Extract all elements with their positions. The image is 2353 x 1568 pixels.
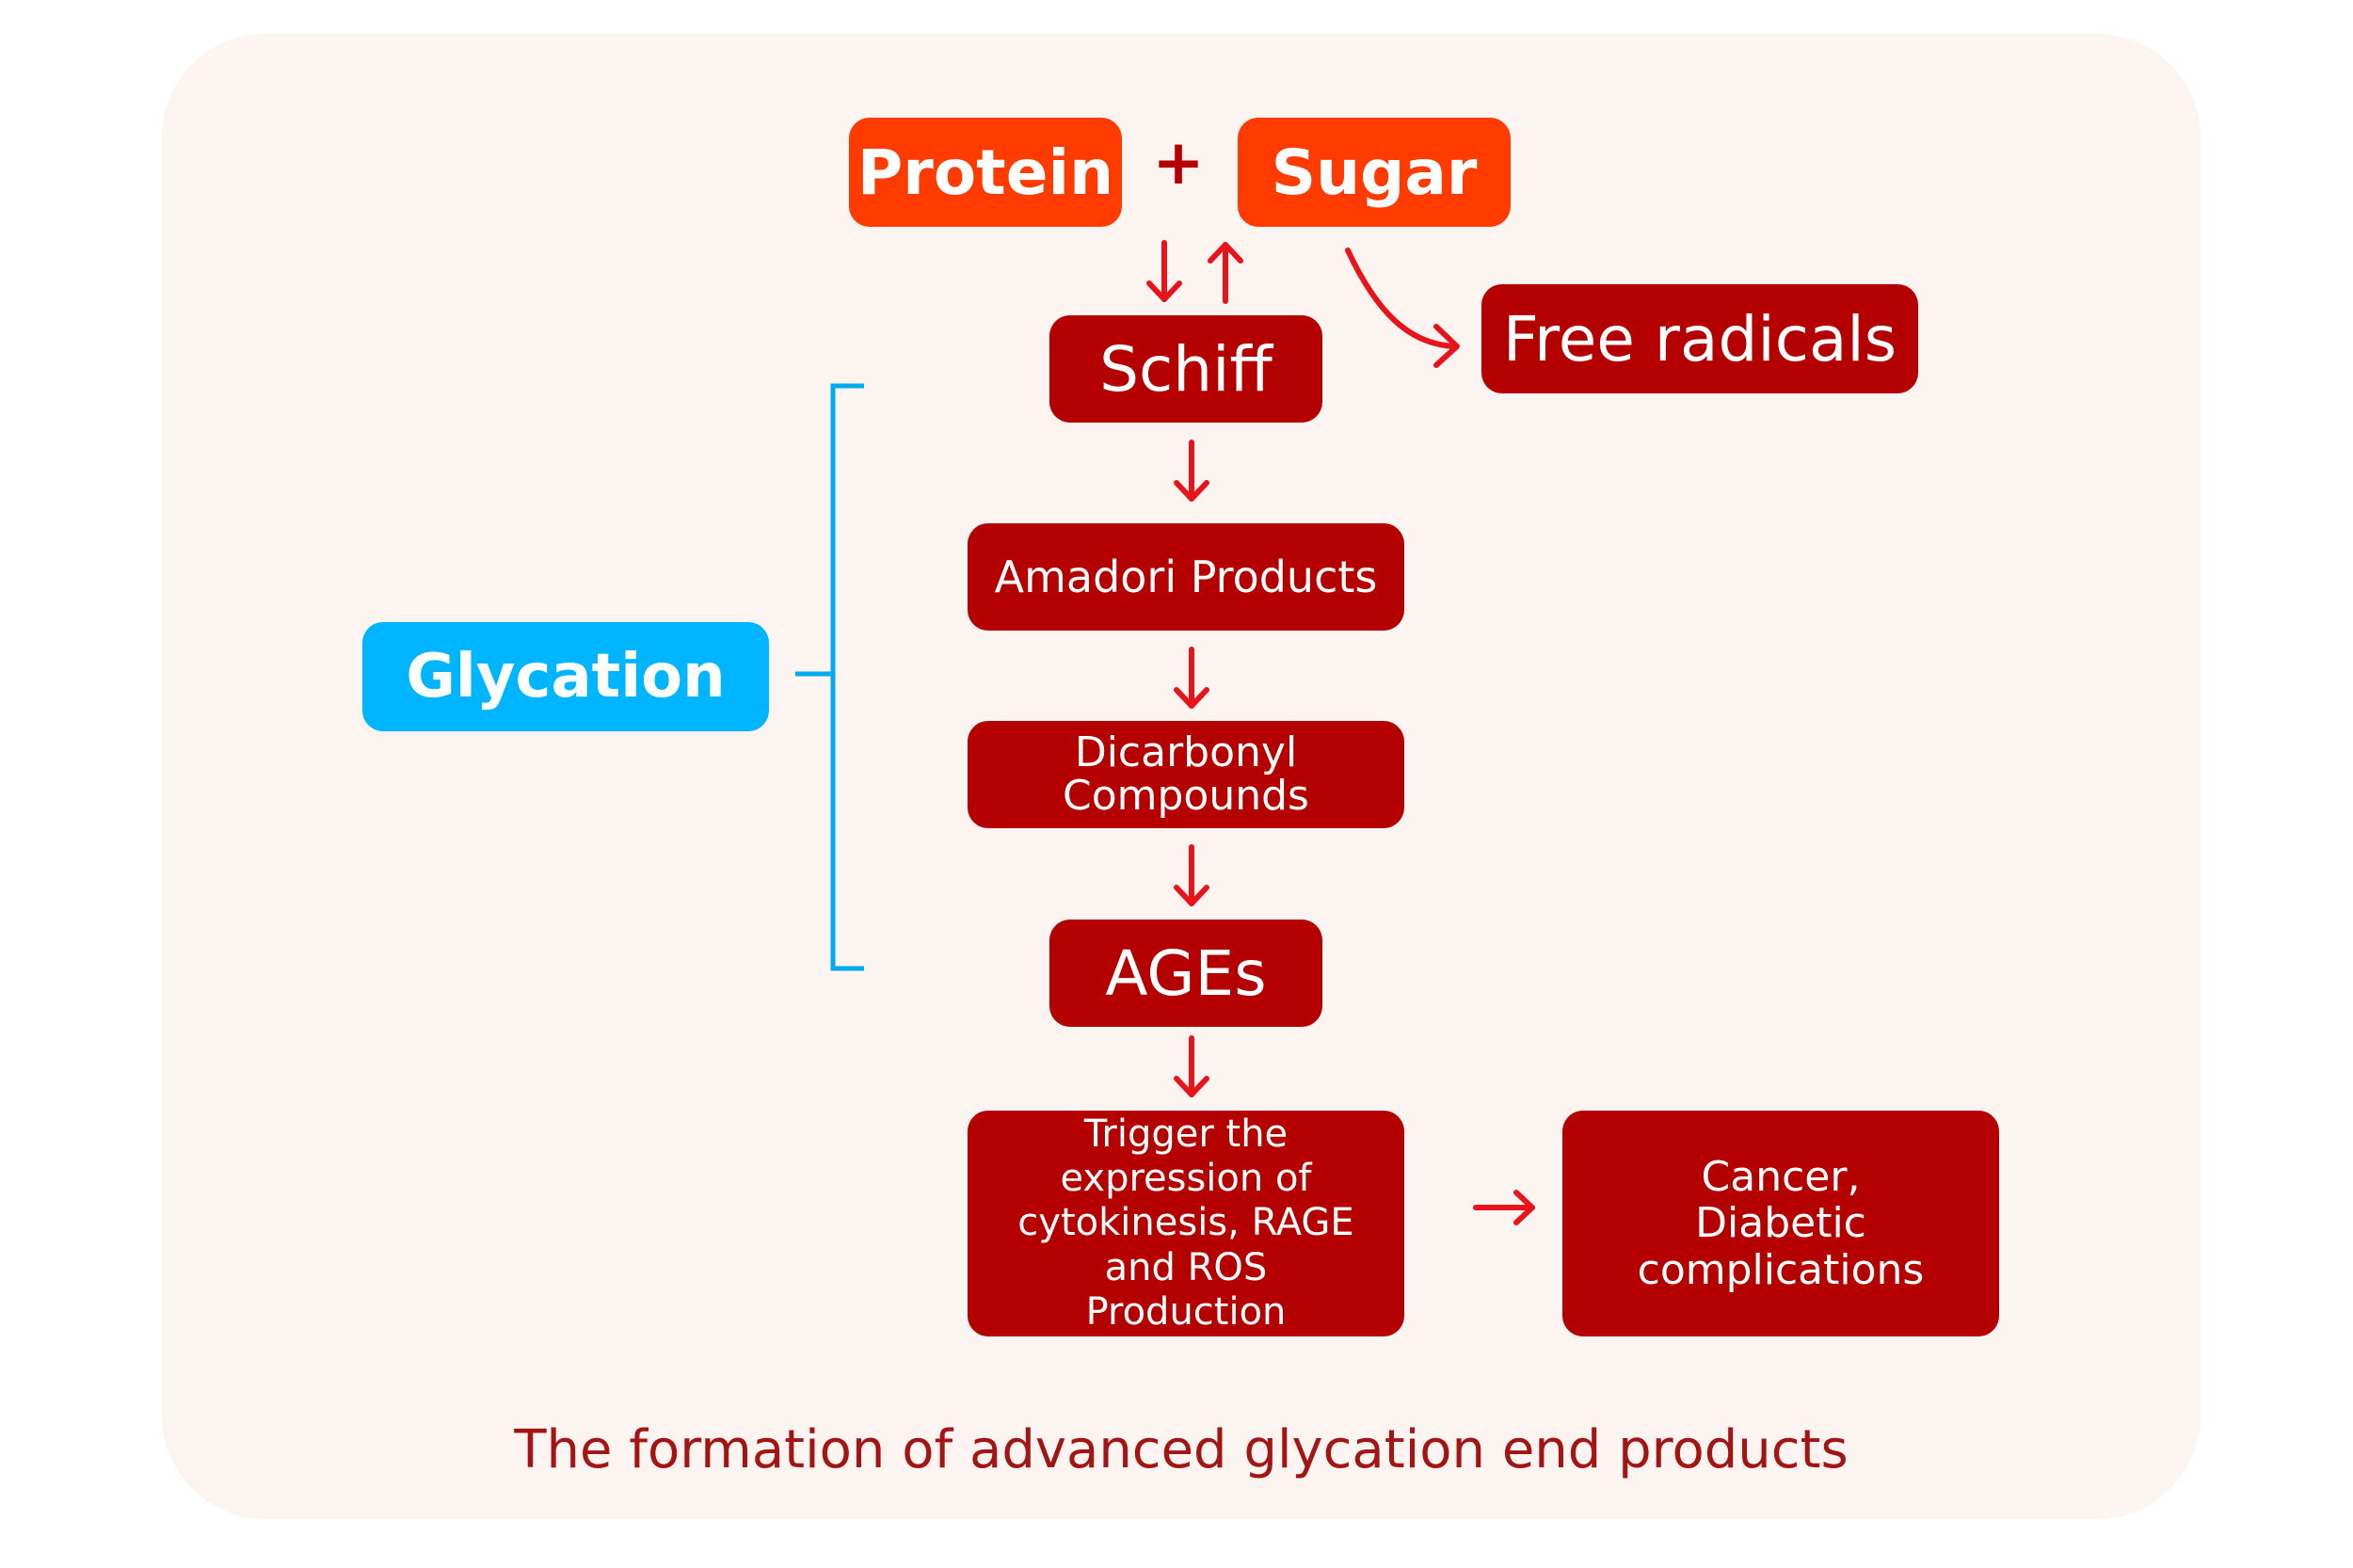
arrow-sugar-free-radicals [1345,248,1460,368]
trigger-label: Trigger the expression of cytokinesis, R… [1017,1112,1354,1334]
arrow-up-schiff-protein [1208,242,1243,304]
free-radicals-node: Free radicals [1481,284,1918,393]
amadori-label: Amadori Products [994,552,1378,602]
sugar-node: Sugar [1238,118,1511,227]
outcome-node: Cancer, Diabetic complications [1562,1111,1999,1336]
glycation-label: Glycation [406,642,726,712]
arrow-ages-trigger [1174,1035,1209,1097]
protein-node: Protein [849,118,1122,227]
amadori-node: Amadori Products [968,523,1404,631]
diagram-caption: The formation of advanced glycation end … [514,1419,1849,1480]
ages-node: AGEs [1049,920,1322,1027]
arrow-amadori-dicarbonyl [1174,647,1209,709]
arrow-schiff-amadori [1174,440,1209,502]
arrow-down-protein-schiff [1146,240,1182,302]
plus-sign: + [1152,126,1205,199]
glycation-bracket [795,383,864,971]
glycation-label-box: Glycation [362,622,769,731]
arrow-trigger-outcome [1473,1190,1535,1225]
arrow-dicarbonyl-ages [1174,844,1209,906]
dicarbonyl-label: Dicarbonyl Compounds [1063,728,1309,820]
dicarbonyl-node: Dicarbonyl Compounds [968,721,1404,828]
protein-label: Protein [856,136,1114,209]
sugar-label: Sugar [1271,136,1478,209]
trigger-node: Trigger the expression of cytokinesis, R… [968,1111,1404,1336]
ages-label: AGEs [1105,936,1267,1010]
free-radicals-label: Free radicals [1502,302,1897,376]
outcome-label: Cancer, Diabetic complications [1637,1153,1925,1294]
schiff-label: Schiff [1099,332,1273,406]
schiff-node: Schiff [1049,315,1322,423]
